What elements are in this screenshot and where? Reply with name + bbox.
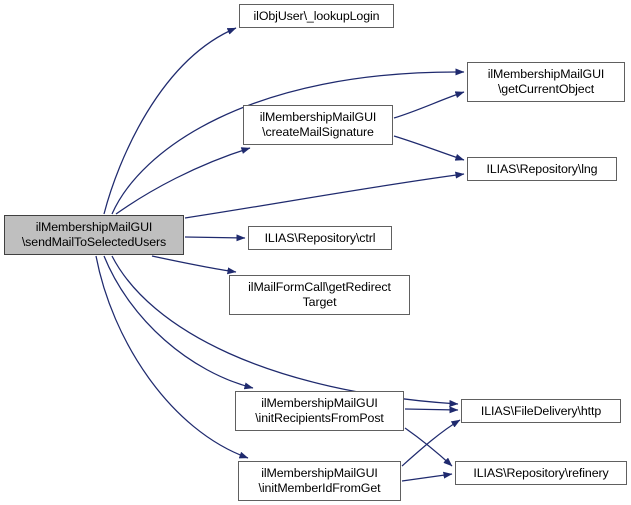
node-getCurrentObject[interactable]: ilMembershipMailGUI \getCurrentObject <box>467 62 625 102</box>
node-label: ILIAS\Repository\ctrl <box>264 230 376 245</box>
node-initRecipientsFromPost[interactable]: ilMembershipMailGUI \initRecipientsFromP… <box>235 391 404 431</box>
edge-root-to-getCurrentObject <box>111 68 465 215</box>
node-repository-ctrl[interactable]: ILIAS\Repository\ctrl <box>248 226 392 250</box>
node-sendMailToSelectedUsers[interactable]: ilMembershipMailGUI \sendMailToSelectedU… <box>4 215 184 255</box>
edge-root-to-initRecipientsFromPost <box>103 255 254 390</box>
node-label: ilMembershipMailGUI \createMailSignature <box>259 110 377 139</box>
node-initMemberIdFromGet[interactable]: ilMembershipMailGUI \initMemberIdFromGet <box>238 461 401 501</box>
edge-root-to-createMailSignature <box>115 147 251 215</box>
node-repository-refinery[interactable]: ILIAS\Repository\refinery <box>455 461 627 485</box>
node-label: ILIAS\Repository\refinery <box>473 465 609 480</box>
node-label: ilMembershipMailGUI \sendMailToSelectedU… <box>21 220 167 249</box>
node-repository-lng[interactable]: ILIAS\Repository\lng <box>467 157 617 181</box>
node-label: ilMembershipMailGUI \initRecipientsFromP… <box>255 396 384 425</box>
node-label: ilMembershipMailGUI \initMemberIdFromGet <box>258 466 381 495</box>
edge-root-to-initMemberIdFromGet <box>95 255 249 459</box>
node-ilObjUser-lookupLogin[interactable]: ilObjUser\_lookupLogin <box>239 4 394 28</box>
edge-initMemberIdFromGet-to-http <box>401 419 461 467</box>
node-label: ILIAS\Repository\lng <box>486 161 598 176</box>
edge-root-to-ctrl <box>184 234 246 242</box>
node-label: ilMailFormCall\getRedirect Target <box>248 280 391 309</box>
node-createMailSignature[interactable]: ilMembershipMailGUI \createMailSignature <box>243 105 393 145</box>
edge-root-to-getRedirectTarget <box>151 255 237 275</box>
edge-createMailSignature-to-getCurrentObject <box>393 91 465 119</box>
node-getRedirectTarget[interactable]: ilMailFormCall\getRedirect Target <box>229 275 410 315</box>
node-label: ILIAS\FileDelivery\http <box>480 403 602 418</box>
edge-root-to-lookupLogin <box>103 27 237 215</box>
node-label: ilObjUser\_lookupLogin <box>253 8 380 23</box>
edge-initRecipientsFromPost-to-refinery <box>404 427 453 467</box>
edge-initRecipientsFromPost-to-http <box>404 406 459 414</box>
node-filedelivery-http[interactable]: ILIAS\FileDelivery\http <box>461 399 621 423</box>
edge-root-to-lng <box>184 171 465 219</box>
node-label: ilMembershipMailGUI \getCurrentObject <box>487 67 605 96</box>
edge-initMemberIdFromGet-to-refinery <box>401 471 453 482</box>
edge-createMailSignature-to-lng <box>393 135 465 161</box>
